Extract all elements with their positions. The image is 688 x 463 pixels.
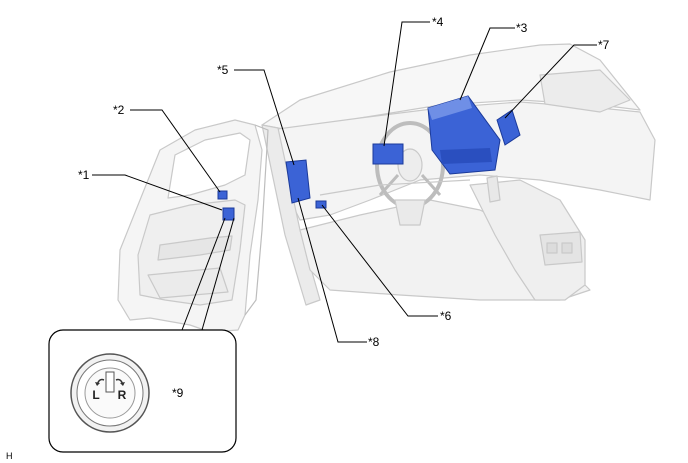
component-1-switch	[222, 207, 235, 221]
callout-7: *7	[598, 38, 610, 52]
leader-2	[130, 109, 221, 193]
leader-8	[297, 197, 367, 343]
inset-connector-left	[181, 217, 226, 331]
callout-labels: *1 *2 *3 *4 *5 *6 *7 *8 *9	[78, 15, 610, 400]
callout-1: *1	[78, 168, 90, 182]
inset-connector-right	[201, 217, 235, 331]
switch-detail-inset: L R	[48, 329, 237, 453]
leader-5	[234, 69, 295, 166]
knob-inner-ring	[84, 367, 136, 419]
figure-code: H	[6, 451, 13, 461]
leader-6	[321, 204, 438, 317]
callout-8: *8	[368, 335, 380, 349]
component-4-module	[372, 143, 404, 165]
component-3-ecu	[427, 95, 501, 175]
callout-5: *5	[217, 63, 229, 77]
component-7-module	[496, 109, 521, 146]
leader-7	[504, 44, 597, 119]
callout-4: *4	[432, 15, 444, 29]
knob-right-label: R	[118, 388, 127, 402]
callout-3: *3	[516, 21, 528, 35]
callout-9: *9	[172, 386, 184, 400]
callout-2: *2	[113, 103, 125, 117]
callout-6: *6	[440, 309, 452, 323]
knob-center-indicator	[105, 371, 115, 393]
component-5-module	[285, 159, 311, 204]
component-2-switch	[217, 190, 228, 200]
component-6-sensor	[315, 200, 327, 209]
leader-1	[92, 174, 223, 211]
leader-3	[459, 27, 515, 101]
leader-4	[383, 21, 430, 147]
leader-lines	[92, 21, 597, 394]
knob-left-label: L	[92, 388, 99, 402]
